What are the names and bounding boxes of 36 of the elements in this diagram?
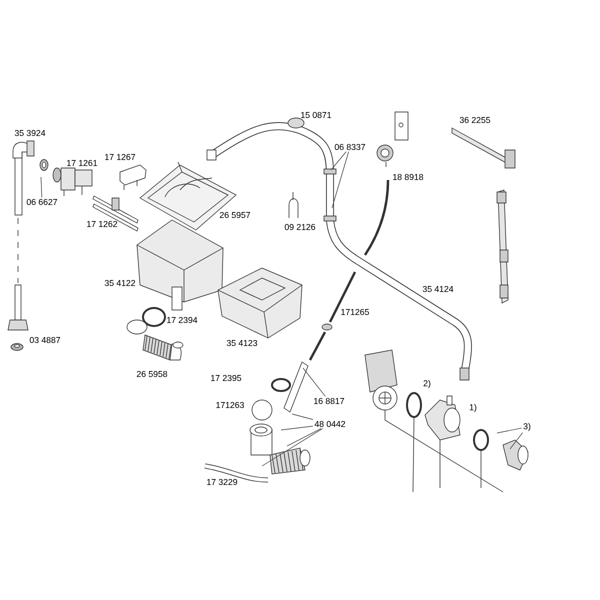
part-number: 16 8817 [314, 398, 344, 404]
part-number: 17 2394 [167, 316, 198, 324]
part-number: 26 5958 [136, 370, 168, 378]
part-number: 17 1261 [67, 160, 98, 166]
part-number: 35 4124 [422, 286, 454, 292]
part-number: 17 3229 [207, 478, 238, 486]
part-number: 48 0442 [314, 420, 346, 428]
part-number: 17 2395 [211, 374, 242, 382]
leader-line [262, 428, 323, 466]
leader-line [286, 428, 322, 446]
leader-line [496, 428, 522, 434]
part-number: 35 4123 [226, 340, 258, 346]
part-number: 15 0871 [301, 112, 332, 118]
leader-line [332, 151, 349, 208]
part-number: 17 1262 [87, 220, 118, 228]
leader-line [40, 176, 42, 198]
leader-line [302, 368, 326, 397]
part-number: 18 8918 [393, 174, 424, 180]
part-number: 09 2126 [284, 224, 316, 230]
part-number: 26 5957 [220, 212, 250, 218]
part-number: 171263 [216, 402, 244, 408]
part-number: 1) [470, 404, 476, 412]
leader-line [330, 151, 347, 170]
part-number: 3) [524, 423, 530, 432]
part-number: 35 3924 [14, 130, 46, 136]
part-number: 03 4887 [30, 336, 60, 344]
part-number: 17 1267 [105, 154, 136, 160]
part-number: 35 4122 [104, 280, 136, 286]
leader-line [510, 432, 524, 450]
part-number: 2) [424, 380, 430, 388]
leader-line [292, 414, 314, 420]
leader-line [280, 426, 314, 430]
part-number: 36 2255 [460, 116, 490, 124]
part-number: 06 6627 [26, 198, 58, 206]
part-number: 171265 [341, 308, 369, 316]
part-number: 06 8337 [334, 144, 366, 150]
